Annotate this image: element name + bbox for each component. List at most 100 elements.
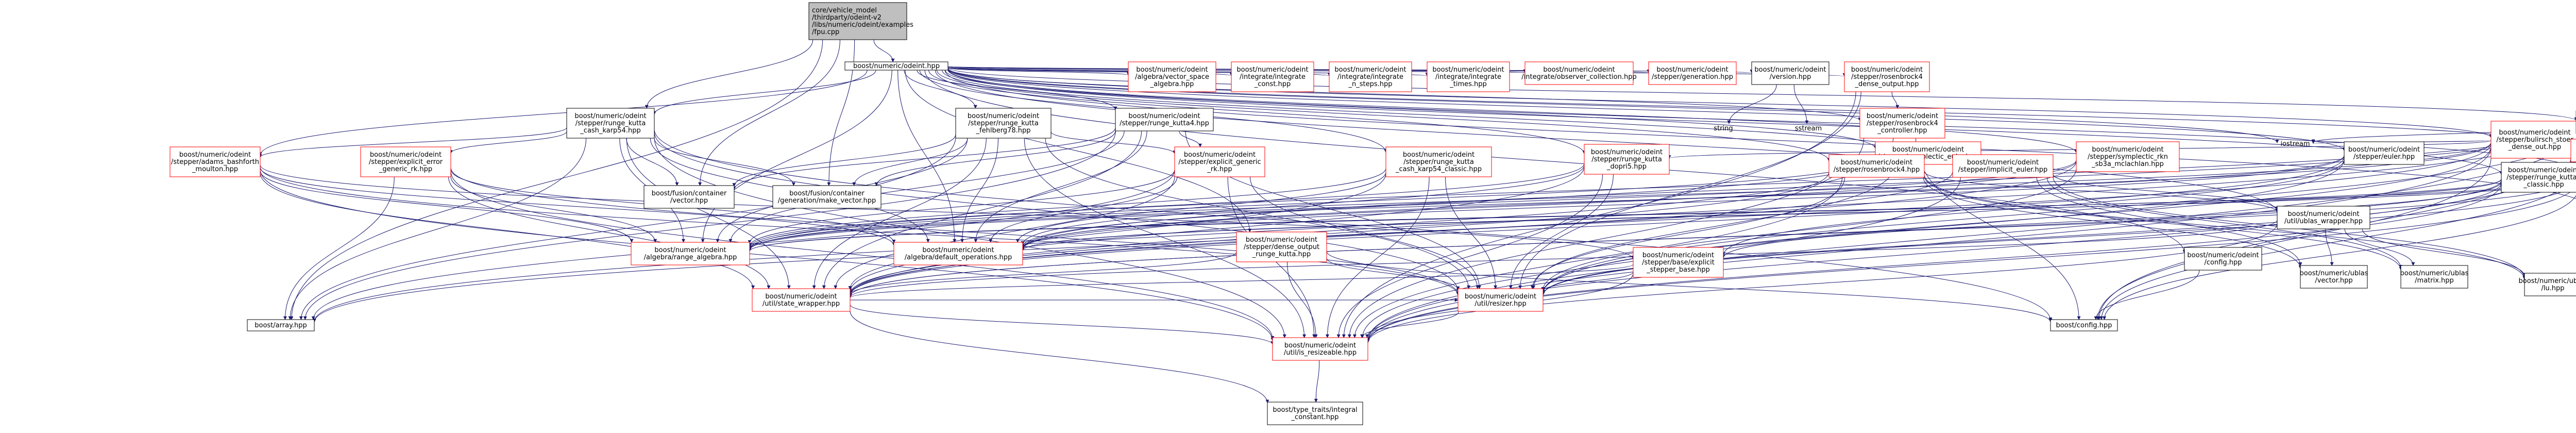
node-state_wrapper[interactable]: boost/numeric/odeint/util/state_wrapper.… [752, 288, 851, 312]
node-box-rk_dopri5 [1584, 144, 1670, 175]
node-vector_space_algebra[interactable]: boost/numeric/odeint/algebra/vector_spac… [1128, 61, 1216, 92]
node-label-root: core/vehicle_model/thirdparty/odeint-v2/… [812, 7, 913, 36]
node-root[interactable]: core/vehicle_model/thirdparty/odeint-v2/… [808, 2, 913, 40]
node-fusion_make_vector[interactable]: boost/fusion/container/generation/make_v… [772, 185, 882, 209]
node-box-fusion_vector [643, 185, 735, 209]
node-array[interactable]: boost/array.hpp [247, 319, 315, 331]
node-is_resizeable[interactable]: boost/numeric/odeint/util/is_resizeable.… [1272, 337, 1368, 361]
edge-rk_fehlberg-to-state_wrapper [812, 138, 987, 289]
node-integrate_n_steps[interactable]: boost/numeric/odeint/integrate/integrate… [1329, 61, 1412, 92]
node-ublas_wrapper[interactable]: boost/numeric/odeint/util/ublas_wrapper.… [2277, 206, 2370, 229]
node-box-range_algebra [631, 242, 750, 265]
node-bs_dense[interactable]: boost/numeric/odeint/stepper/bulirsch_st… [2490, 121, 2576, 159]
node-rosenbrock4_dense[interactable]: boost/numeric/odeint/stepper/rosenbrock4… [1844, 61, 1930, 92]
node-label-generation: boost/numeric/odeint/stepper/generation.… [1652, 66, 1733, 81]
node-rk_cash[interactable]: boost/numeric/odeint/stepper/runge_kutta… [566, 108, 655, 139]
edge-ublas_wrapper-to-ublas_lu [2362, 228, 2527, 277]
node-range_algebra[interactable]: boost/numeric/odeint/algebra/range_algeb… [631, 242, 750, 265]
node-integrate[interactable]: boost/numeric/odeint/integrate/integrate… [2570, 139, 2576, 162]
node-box-rosenbrock4 [1828, 154, 1925, 178]
node-adams[interactable]: boost/numeric/odeint/stepper/adams_bashf… [170, 146, 261, 177]
edge-rk_cash-to-fusion_make_vector [654, 138, 795, 186]
edge-rosenbrock4-to-ublas_lu [1924, 174, 2527, 280]
node-symplectic_rkn[interactable]: boost/numeric/odeint/stepper/symplectic_… [2076, 141, 2180, 172]
edge-odeint-to-iostream [947, 69, 2279, 143]
node-resizer[interactable]: boost/numeric/odeint/util/resizer.hpp [1458, 288, 1544, 312]
edge-rk_dopri5-to-is_resizeable [1336, 174, 1603, 338]
node-explicit_error_rk[interactable]: boost/numeric/odeint/stepper/explicit_er… [360, 146, 451, 177]
node-rk_fehlberg[interactable]: boost/numeric/odeint/stepper/runge_kutta… [955, 108, 1052, 139]
node-box-observer_collection [1524, 61, 1634, 85]
node-integral_constant[interactable]: boost/type_traits/integral_constant.hpp [1267, 402, 1363, 425]
node-box-explicit_stepper_base [1633, 247, 1724, 278]
edge-symplectic_euler-to-array [312, 158, 1876, 322]
node-boost_config[interactable]: boost/config.hpp [2050, 319, 2118, 331]
node-fusion_vector[interactable]: boost/fusion/container/vector.hpp [643, 185, 735, 209]
node-euler[interactable]: boost/numeric/odeint/stepper/euler.hpp [2344, 141, 2425, 165]
node-implicit_euler[interactable]: boost/numeric/odeint/stepper/implicit_eu… [1952, 154, 2054, 178]
node-integrate_times[interactable]: boost/numeric/odeint/integrate/integrate… [1427, 61, 1510, 92]
edge-euler-to-range_algebra [748, 155, 2345, 251]
edge-symplectic_rkn-to-range_algebra [748, 160, 2077, 250]
node-observer_collection[interactable]: boost/numeric/odeint/integrate/observer_… [1521, 61, 1637, 85]
node-default_operations[interactable]: boost/numeric/odeint/algebra/default_ope… [893, 242, 1023, 265]
node-box-version [1751, 61, 1829, 85]
node-label-euler: boost/numeric/odeint/stepper/euler.hpp [2348, 146, 2420, 161]
edge-rk_cash-to-explicit_error_rk [449, 131, 567, 154]
edge-symplectic_euler-to-default_operations [1021, 158, 1876, 247]
node-label-symplectic_rkn: boost/numeric/odeint/stepper/symplectic_… [2088, 146, 2168, 168]
node-ublas_matrix[interactable]: boost/numeric/ublas/matrix.hpp [2400, 265, 2469, 289]
edge-root-to-fusion_make_vector [827, 39, 855, 186]
node-box-integrate_n_steps [1329, 61, 1412, 92]
edge-dense_output_rk-to-resizer [1326, 258, 1460, 290]
node-box-array [247, 319, 315, 331]
node-version[interactable]: boost/numeric/odeint/version.hpp [1751, 61, 1829, 85]
node-box-boost_config [2050, 319, 2118, 331]
edge-bs_dense-to-boost_config [2096, 157, 2492, 320]
edge-odeint-to-bs [947, 67, 2576, 121]
node-box-vector_space_algebra [1128, 61, 1216, 92]
node-explicit_generic_rk[interactable]: boost/numeric/odeint/stepper/explicit_ge… [1174, 146, 1265, 177]
edge-symplectic_rkn-to-array [312, 161, 2077, 323]
node-label-boost_config: boost/config.hpp [2056, 322, 2112, 329]
edge-adams-to-resizer [260, 166, 1460, 296]
edge-adams-to-default_operations [260, 167, 896, 246]
node-ublas_vector[interactable]: boost/numeric/ublas/vector.hpp [2300, 265, 2368, 289]
edge-odeint-to-rosenbrock4 [936, 70, 1831, 162]
node-explicit_stepper_base[interactable]: boost/numeric/odeint/stepper/base/explic… [1633, 247, 1724, 278]
node-label-array: boost/array.hpp [255, 322, 307, 329]
node-rosenbrock4[interactable]: boost/numeric/odeint/stepper/rosenbrock4… [1828, 154, 1925, 178]
edge-version-to-sstream [1793, 84, 1809, 124]
node-rk_cash_classic[interactable]: boost/numeric/odeint/stepper/runge_kutta… [1385, 146, 1492, 177]
node-dense_output_rk[interactable]: boost/numeric/odeint/stepper/dense_outpu… [1236, 231, 1327, 262]
node-rk4_classic[interactable]: boost/numeric/odeint/stepper/runge_kutta… [2501, 162, 2576, 193]
node-rk_dopri5[interactable]: boost/numeric/odeint/stepper/runge_kutta… [1584, 144, 1670, 175]
node-rk4[interactable]: boost/numeric/odeint/stepper/runge_kutta… [1115, 108, 1214, 131]
node-box-rk4_classic [2501, 162, 2576, 193]
node-ublas_lu[interactable]: boost/numeric/ublas/lu.hpp [2519, 273, 2576, 296]
node-label-integral_constant: boost/type_traits/integral_constant.hpp [1273, 406, 1357, 421]
node-box-odeint [844, 61, 948, 71]
node-odeint[interactable]: boost/numeric/odeint.hpp [844, 61, 948, 71]
node-label-rosenbrock4_controller: boost/numeric/odeint/stepper/rosenbrock4… [1867, 112, 1938, 135]
node-label-integrate_times: boost/numeric/odeint/integrate/integrate… [1432, 66, 1504, 88]
node-label-iostream: iostream [2280, 140, 2310, 148]
node-iostream: iostream [2280, 140, 2310, 148]
node-label-range_algebra: boost/numeric/odeint/algebra/range_algeb… [644, 246, 737, 261]
node-label-odeint: boost/numeric/odeint.hpp [853, 62, 940, 70]
edge-rk_cash-to-adams [258, 127, 567, 158]
node-rosenbrock4_controller[interactable]: boost/numeric/odeint/stepper/rosenbrock4… [1859, 108, 1945, 139]
node-box-resizer [1458, 288, 1544, 312]
node-label-rk_cash: boost/numeric/odeint/stepper/runge_kutta… [574, 112, 646, 135]
edge-odeint-to-controlled_rk [947, 69, 2576, 169]
edge-adams-to-state_wrapper [260, 172, 755, 289]
edge-rosenbrock4-to-ublas_vector [1923, 177, 2302, 269]
edge-rk_dopri5-to-state_wrapper [848, 166, 1585, 292]
node-config[interactable]: boost/numeric/odeint/config.hpp [2184, 247, 2262, 271]
edge-explicit_generic_rk-to-state_wrapper [834, 176, 1175, 289]
edge-rk4_classic-to-is_resizeable [1366, 183, 2502, 343]
node-integrate_const[interactable]: boost/numeric/odeint/integrate/integrate… [1231, 61, 1314, 92]
node-generation[interactable]: boost/numeric/odeint/stepper/generation.… [1648, 61, 1737, 85]
edge-bs-to-is_resizeable [1366, 130, 2576, 341]
edge-rosenbrock4_dense-to-is_resizeable [1342, 91, 1856, 338]
